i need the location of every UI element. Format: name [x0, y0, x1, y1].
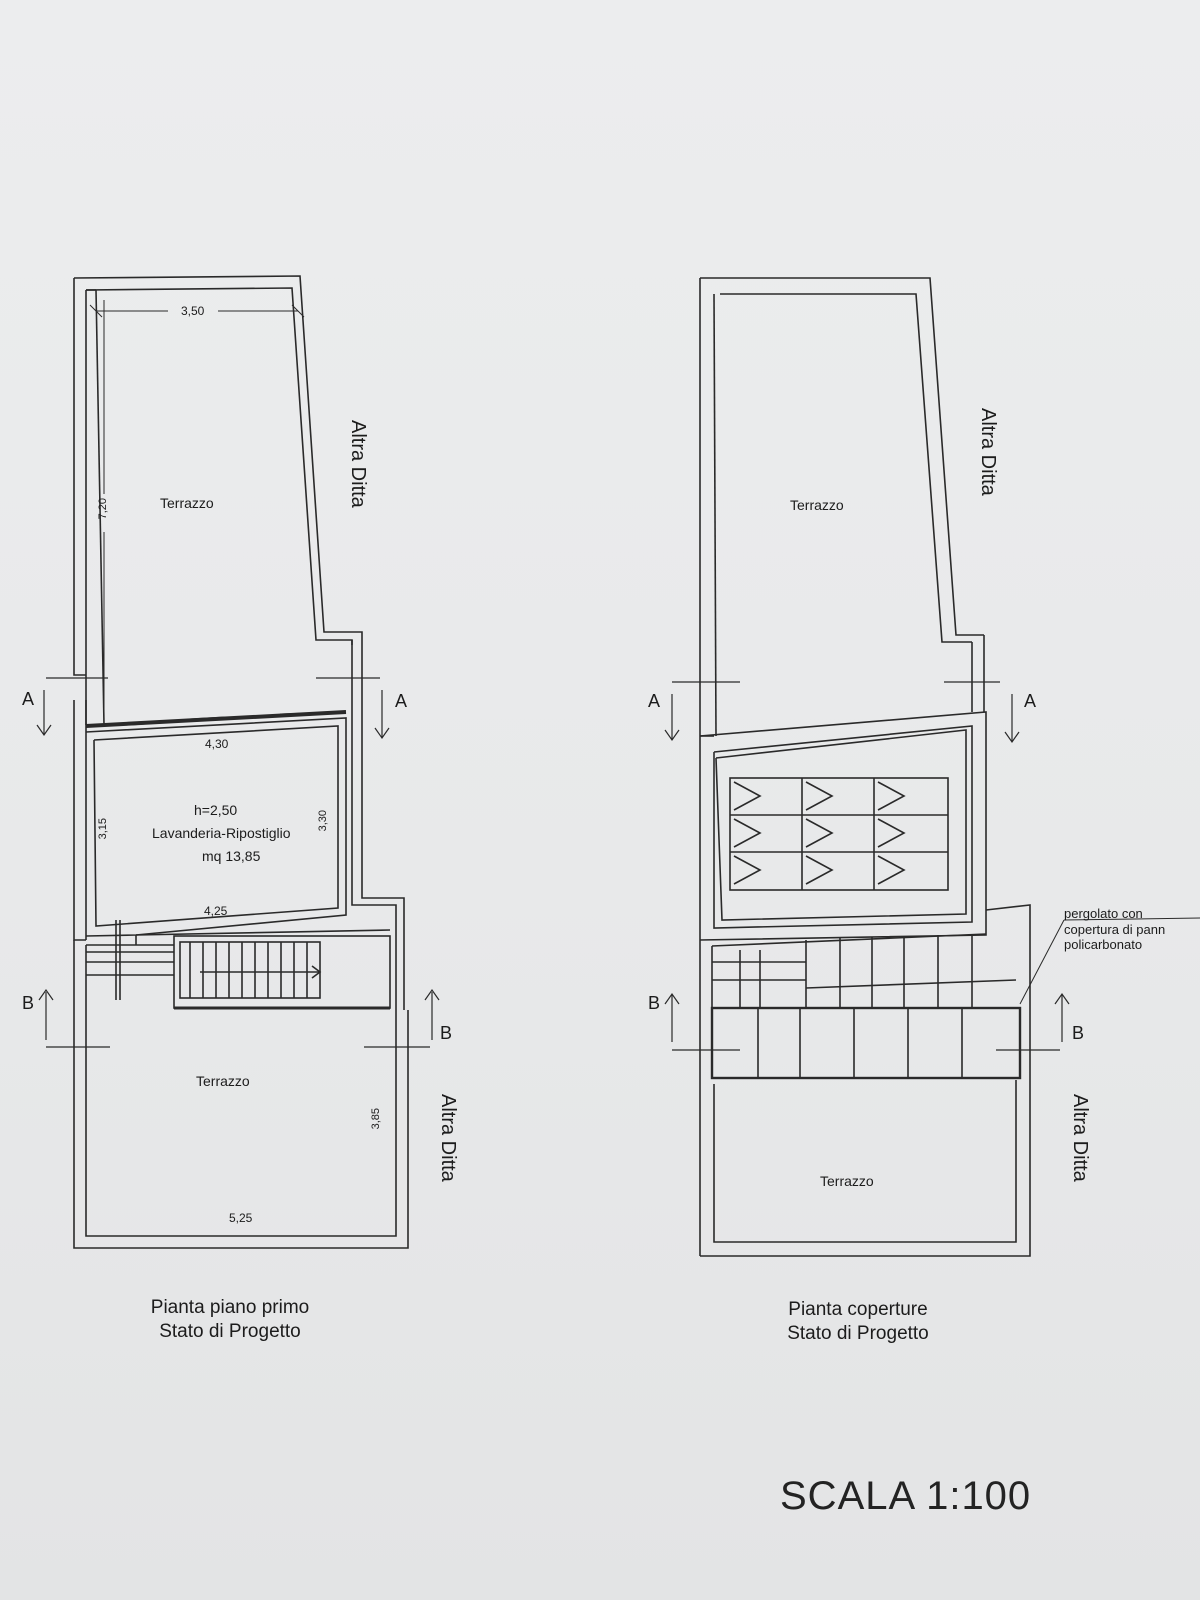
right-neighbor-upper-label: Altra Ditta	[977, 408, 999, 496]
right-section-a-left: A	[648, 691, 661, 711]
left-neighbor-lower-label: Altra Ditta	[437, 1094, 459, 1182]
left-section-b-left: B	[22, 993, 35, 1013]
left-section-a-right: A	[395, 691, 408, 711]
left-neighbor-upper-label: Altra Ditta	[347, 420, 369, 508]
left-dim-mid-right-height: 3,30	[317, 810, 329, 832]
left-section-a-left: A	[22, 689, 35, 709]
left-caption-line2: Stato di Progetto	[159, 1320, 301, 1342]
left-section-b-right: B	[440, 1023, 453, 1043]
pergola-note-line3: policarbonato	[1064, 937, 1143, 953]
laundry-name-label: Lavanderia-Ripostiglio	[152, 825, 291, 841]
laundry-height-label: h=2,50	[194, 802, 238, 818]
right-section-b-left: B	[648, 993, 661, 1013]
left-dim-low-height: 3,85	[370, 1108, 382, 1130]
laundry-area-label: mq 13,85	[202, 848, 261, 864]
left-lower-terrace-label: Terrazzo	[196, 1073, 250, 1089]
left-dim-mid-width-top: 4,30	[205, 737, 229, 751]
right-lower-terrace-label: Terrazzo	[820, 1173, 874, 1189]
left-upper-terrace-label: Terrazzo	[160, 495, 214, 511]
right-caption-line2: Stato di Progetto	[787, 1322, 929, 1344]
right-section-b-right: B	[1072, 1023, 1085, 1043]
right-neighbor-lower-label: Altra Ditta	[1069, 1094, 1091, 1182]
right-section-a-right: A	[1024, 691, 1037, 711]
left-caption: Pianta piano primo Stato di Progetto	[110, 1296, 350, 1344]
left-dim-top-width: 3,50	[181, 304, 205, 318]
right-caption: Pianta coperture Stato di Progetto	[738, 1298, 978, 1346]
right-caption-line1: Pianta coperture	[788, 1299, 928, 1320]
left-dim-mid-left-height: 3,15	[97, 818, 109, 840]
pergola-note-line1: pergolato con	[1064, 906, 1143, 921]
scale-label: SCALA 1:100	[780, 1474, 1032, 1518]
left-dim-top-length: 7,20	[97, 498, 109, 520]
pergola-note: pergolato con copertura di pann policarb…	[1064, 906, 1165, 953]
left-caption-line1: Pianta piano primo	[150, 1297, 310, 1318]
right-plan-walls	[664, 277, 1200, 1257]
right-upper-terrace-label: Terrazzo	[790, 497, 844, 513]
pergola-note-line2: copertura di pann	[1064, 921, 1166, 937]
left-dim-low-width: 5,25	[229, 1211, 253, 1225]
left-plan-walls	[36, 275, 440, 1249]
left-dim-mid-width-bottom: 4,25	[204, 904, 228, 918]
